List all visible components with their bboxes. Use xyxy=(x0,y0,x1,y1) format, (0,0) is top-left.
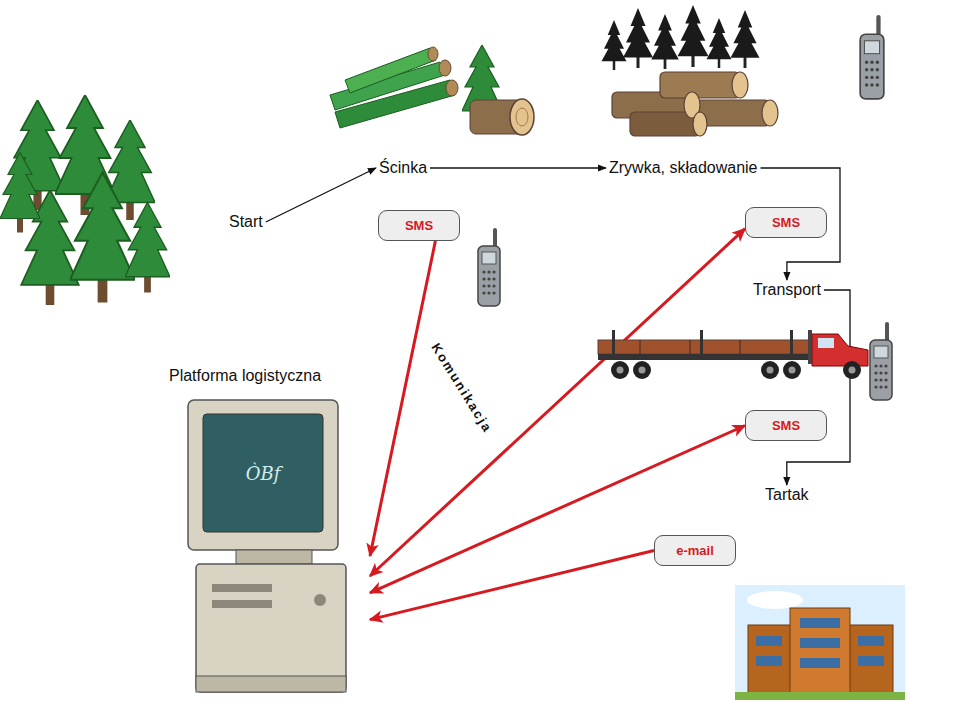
node-text: Ścinka xyxy=(379,159,427,177)
process-label: Tartak xyxy=(762,485,812,505)
node-text: Zrywka, składowanie xyxy=(609,159,758,177)
communication-arrow xyxy=(370,229,745,576)
log-truck-illustration xyxy=(598,330,868,379)
message-box: SMS xyxy=(745,207,827,238)
process-label: Start xyxy=(226,212,266,232)
process-label: Ścinka xyxy=(376,158,430,178)
node-text: SMS xyxy=(391,218,447,233)
skidding-illustration xyxy=(602,5,779,136)
node-text: Tartak xyxy=(765,486,809,504)
node-text: Platforma logistyczna xyxy=(120,365,370,385)
node-text: Start xyxy=(229,213,263,231)
logistics-platform: Platforma logistyczna xyxy=(120,365,370,700)
node-text: SMS xyxy=(758,418,814,433)
process-label: Zrywka, składowanie xyxy=(606,158,761,178)
flow-arrow xyxy=(787,290,850,485)
flow-arrow xyxy=(430,167,606,168)
forest-illustration xyxy=(0,95,170,305)
communication-arrow xyxy=(370,551,654,620)
communication-label: Komunikacja xyxy=(428,340,495,435)
flow-arrow xyxy=(266,168,376,222)
node-text: SMS xyxy=(758,215,814,230)
node-text: e-mail xyxy=(667,543,723,558)
message-box: SMS xyxy=(745,410,827,441)
message-box: SMS xyxy=(378,210,460,241)
sawmill-building xyxy=(735,585,905,700)
node-text: Transport xyxy=(753,281,821,299)
communication-arrow xyxy=(370,426,745,593)
mobile-phone xyxy=(478,15,892,400)
message-box: e-mail xyxy=(654,535,736,566)
felling-illustration xyxy=(330,45,534,135)
screen-text: ÒBf xyxy=(246,463,281,484)
communication-arrow xyxy=(370,241,435,556)
process-label: Transport xyxy=(750,280,824,300)
computer-illustration xyxy=(188,400,346,692)
